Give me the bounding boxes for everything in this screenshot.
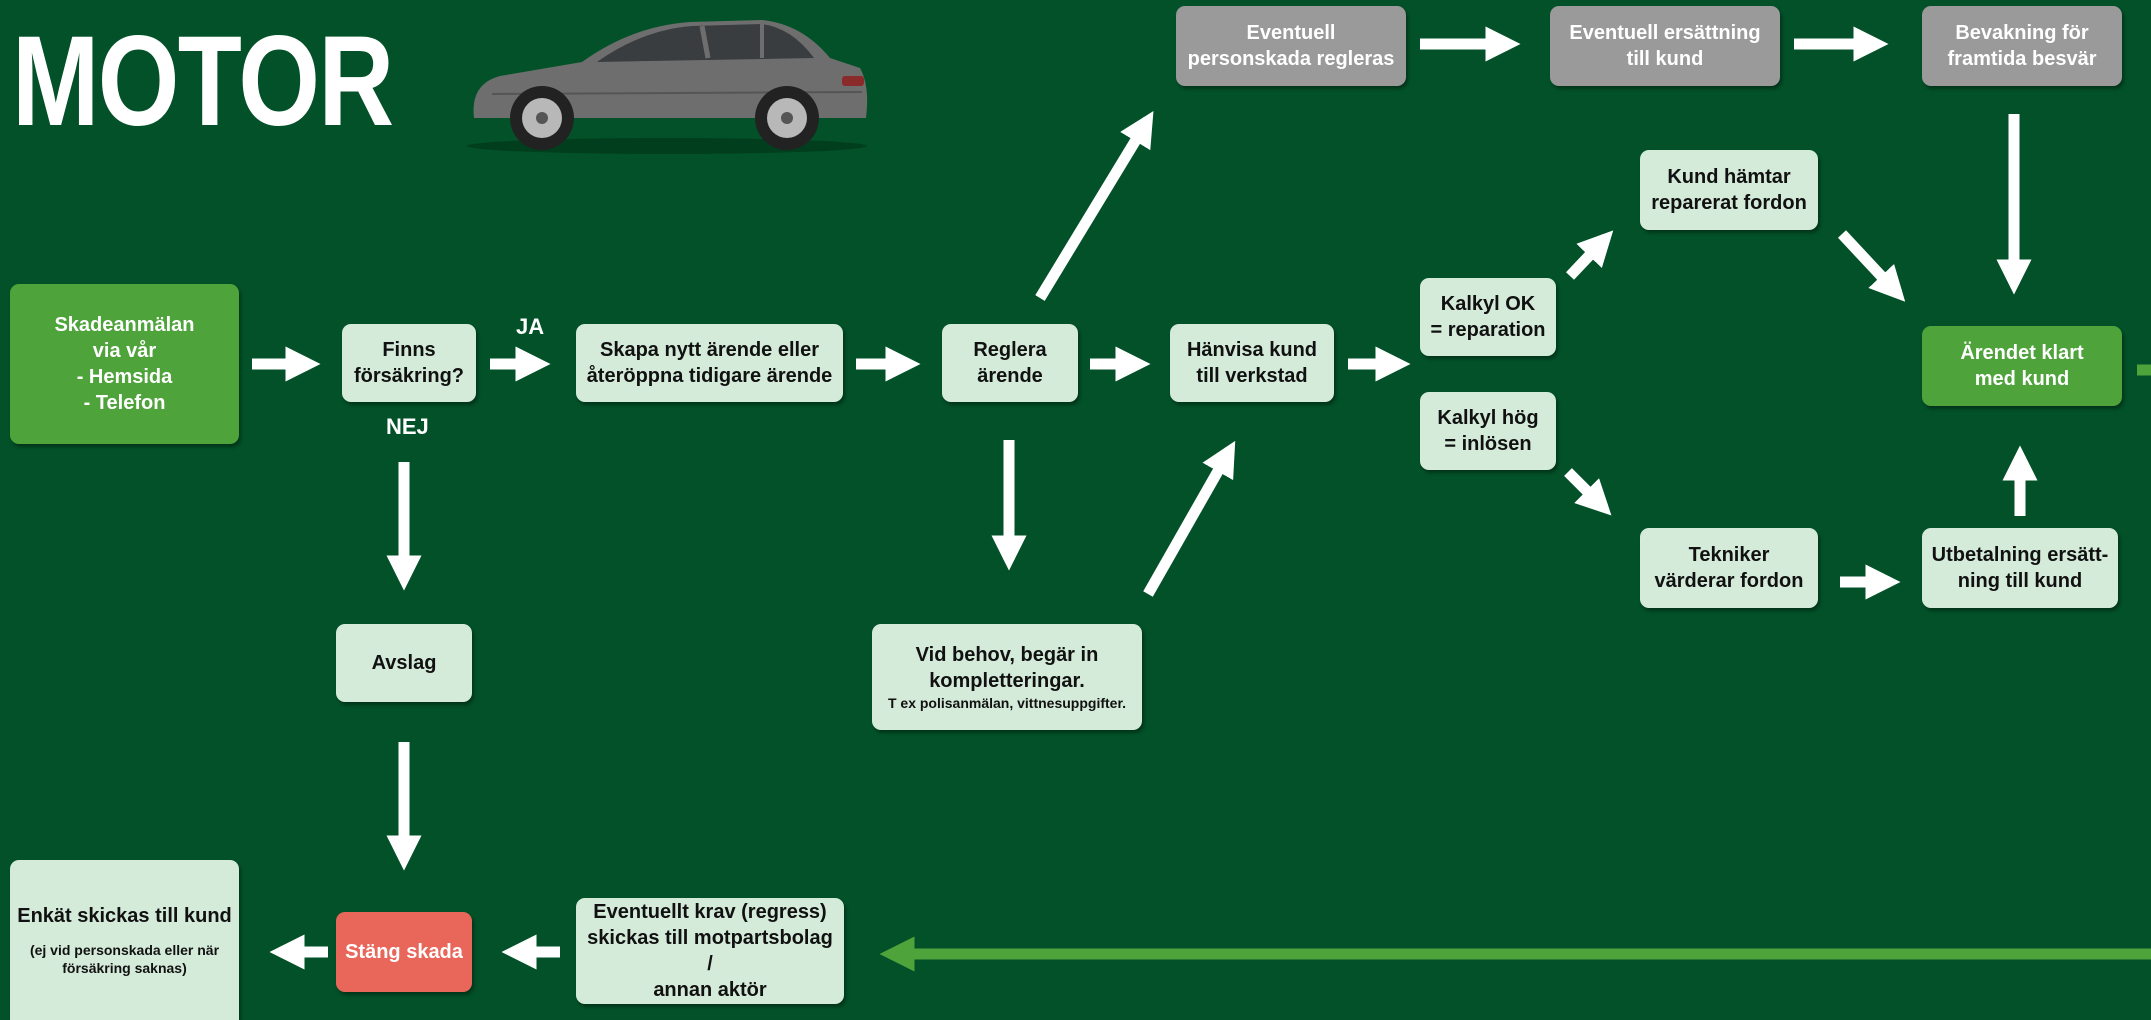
page-title: MOTOR bbox=[12, 10, 394, 153]
node-skapa-arende: Skapa nytt ärende eller återöppna tidiga… bbox=[576, 324, 843, 402]
node-avslag: Avslag bbox=[336, 624, 472, 702]
node-enkat-title: Enkät skickas till kund bbox=[17, 904, 232, 927]
arrow-kundhamtar-klart bbox=[1837, 230, 1906, 302]
node-krav-regress: Eventuellt krav (regress) skickas till m… bbox=[576, 898, 844, 1004]
node-ersattning: Eventuell ersättning till kund bbox=[1550, 6, 1780, 86]
arrow-kalkylhog-tekniker bbox=[1564, 468, 1612, 516]
node-reglera-arende: Reglera ärende bbox=[942, 324, 1078, 402]
label-nej: NEJ bbox=[386, 414, 429, 439]
node-enkat-subtitle: (ej vid personskada eller när försäkring… bbox=[29, 941, 220, 976]
node-arendet-klart: Ärendet klart med kund bbox=[1922, 326, 2122, 406]
node-personskada: Eventuell personskada regleras bbox=[1176, 6, 1406, 86]
car-image bbox=[467, 20, 868, 154]
node-tekniker: Tekniker värderar fordon bbox=[1640, 528, 1818, 608]
node-skadeanmalan: Skadeanmälan via vår - Hemsida - Telefon bbox=[10, 284, 239, 444]
arrow-reglera-personskada bbox=[1035, 110, 1154, 301]
node-vid-behov: Vid behov, begär in kompletteringar. T e… bbox=[872, 624, 1142, 730]
node-stang-skada: Stäng skada bbox=[336, 912, 472, 992]
arrow-vidbehov-hanvisa bbox=[1143, 440, 1236, 597]
node-kalkyl-ok: Kalkyl OK = reparation bbox=[1420, 278, 1556, 356]
node-vid-behov-title: Vid behov, begär in kompletteringar. bbox=[915, 643, 1099, 692]
node-enkat: Enkät skickas till kund (ej vid personsk… bbox=[10, 860, 239, 1020]
label-ja: JA bbox=[516, 314, 545, 339]
arrow-kalkylok-kundhamtar bbox=[1566, 230, 1614, 280]
node-hanvisa-verkstad: Hänvisa kund till verkstad bbox=[1170, 324, 1334, 402]
node-utbetalning: Utbetalning ersätt- ning till kund bbox=[1922, 528, 2118, 608]
node-finns-forsakring: Finns försäkring? bbox=[342, 324, 476, 402]
node-kund-hamtar: Kund hämtar reparerat fordon bbox=[1640, 150, 1818, 230]
node-vid-behov-subtitle: T ex polisanmälan, vittnesuppgifter. bbox=[887, 694, 1127, 711]
node-bevakning: Bevakning för framtida besvär bbox=[1922, 6, 2122, 86]
node-kalkyl-hog: Kalkyl hög = inlösen bbox=[1420, 392, 1556, 470]
